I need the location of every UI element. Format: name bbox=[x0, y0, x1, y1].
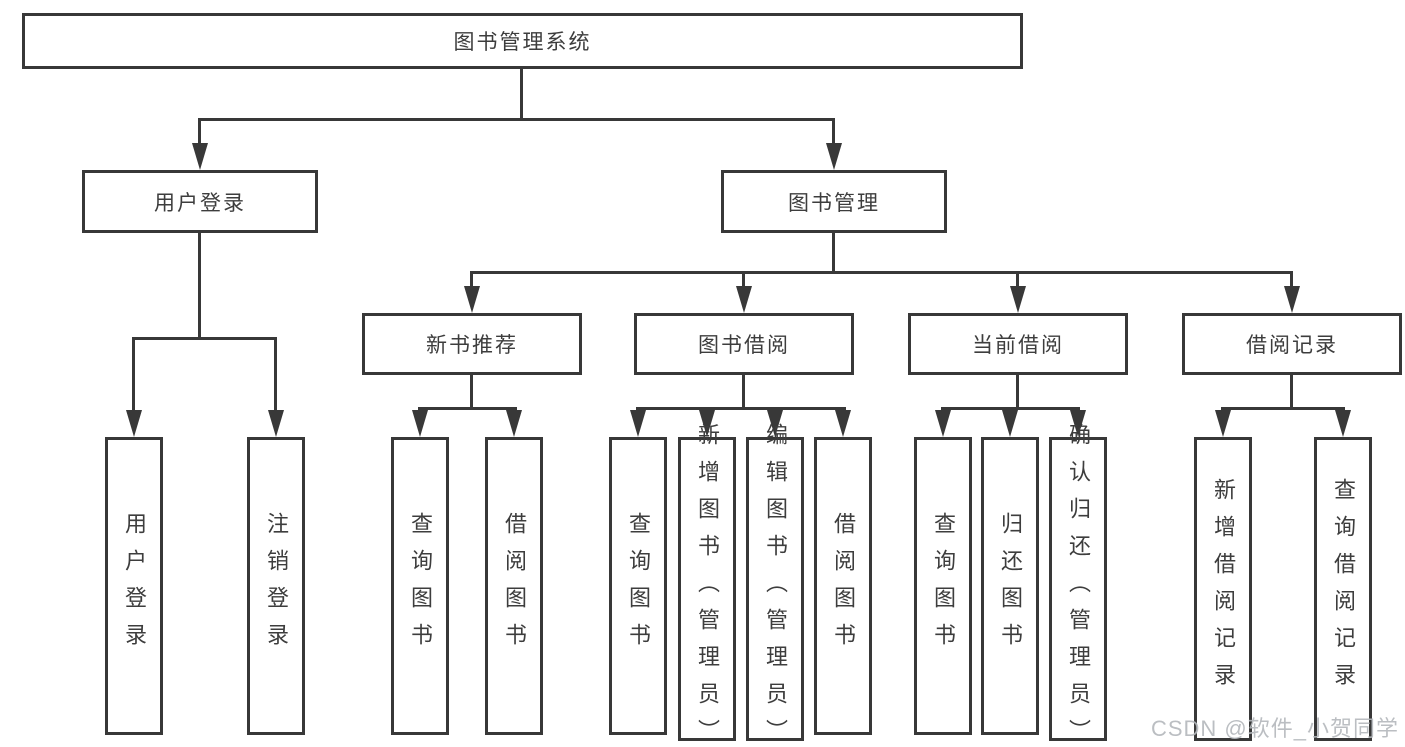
connector-new-book-stem-line bbox=[470, 375, 473, 409]
connector-level3-bracket-line bbox=[470, 271, 1293, 274]
connector-user-login-drop-line bbox=[198, 118, 201, 150]
leaf-query-books-label: 查询图书 bbox=[408, 512, 433, 660]
connector-leaf-drop-line bbox=[132, 337, 135, 417]
arrow-down-icon bbox=[464, 286, 480, 313]
arrow-down-icon bbox=[935, 410, 951, 437]
node-current-borrow-label: 当前借阅 bbox=[972, 334, 1064, 357]
leaf-logout: 注销登录 bbox=[247, 437, 305, 735]
connector-leaf-drop-line bbox=[274, 337, 277, 417]
node-user-login: 用户登录 bbox=[82, 170, 318, 233]
node-new-book-recommend: 新书推荐 bbox=[362, 313, 582, 375]
leaf-query-books-recommend: 查询图书 bbox=[391, 437, 449, 735]
leaf-confirm-return-admin: 确认归还（管理员） bbox=[1049, 423, 1107, 747]
connector-leaf-drop-line bbox=[1290, 271, 1293, 291]
leaf-borrow-books-label: 借阅图书 bbox=[502, 512, 527, 660]
leaf-user-login-label: 用户登录 bbox=[122, 512, 147, 660]
connector-current-borrow-stem-line bbox=[1016, 375, 1019, 409]
arrow-down-icon bbox=[126, 410, 142, 437]
arrow-down-icon bbox=[630, 410, 646, 437]
leaf-edit-book-admin-label: 编辑图书（管理员） bbox=[763, 422, 788, 747]
node-root-library-system: 图书管理系统 bbox=[22, 13, 1023, 69]
leaf-edit-book-admin: 编辑图书（管理员） bbox=[746, 423, 804, 747]
leaf-query-borrow-record-label: 查询借阅记录 bbox=[1331, 478, 1356, 700]
connector-user-login-stem-line bbox=[198, 233, 201, 337]
leaf-return-books: 归还图书 bbox=[981, 437, 1039, 735]
node-user-login-label: 用户登录 bbox=[154, 191, 246, 215]
connector-book-mgmt-drop-line bbox=[832, 118, 835, 150]
arrow-down-icon bbox=[1335, 410, 1351, 437]
leaf-logout-label: 注销登录 bbox=[264, 512, 289, 660]
leaf-query-books-label: 查询图书 bbox=[626, 512, 651, 660]
node-book-borrow-label: 图书借阅 bbox=[698, 334, 790, 357]
node-borrow-records-label: 借阅记录 bbox=[1246, 334, 1338, 357]
arrow-down-icon bbox=[1010, 286, 1026, 313]
node-root-label: 图书管理系统 bbox=[453, 31, 592, 54]
csdn-watermark: CSDN @软件_小贺同学 bbox=[1150, 716, 1399, 741]
leaf-query-books-label: 查询图书 bbox=[931, 512, 956, 660]
leaf-add-borrow-record: 新增借阅记录 bbox=[1194, 437, 1252, 741]
leaf-borrow-books: 借阅图书 bbox=[814, 437, 872, 735]
node-book-management: 图书管理 bbox=[721, 170, 947, 233]
leaf-add-book-admin-label: 新增图书（管理员） bbox=[695, 422, 720, 747]
leaf-return-books-label: 归还图书 bbox=[998, 512, 1023, 660]
leaf-user-login: 用户登录 bbox=[105, 437, 163, 735]
connector-book-borrow-stem-line bbox=[742, 375, 745, 409]
leaf-query-borrow-record: 查询借阅记录 bbox=[1314, 437, 1372, 741]
connector-leaf-drop-line bbox=[742, 271, 745, 291]
arrow-down-icon bbox=[1215, 410, 1231, 437]
node-book-management-label: 图书管理 bbox=[788, 191, 880, 215]
node-new-book-recommend-label: 新书推荐 bbox=[426, 334, 518, 357]
arrow-down-icon bbox=[835, 410, 851, 437]
connector-level2-bracket-line bbox=[198, 118, 835, 121]
arrow-down-icon bbox=[699, 410, 715, 437]
connector-user-login-bracket-line bbox=[132, 337, 277, 340]
arrow-down-icon bbox=[506, 410, 522, 437]
leaf-add-book-admin: 新增图书（管理员） bbox=[678, 423, 736, 747]
node-current-borrow: 当前借阅 bbox=[908, 313, 1128, 375]
leaf-query-books-borrow: 查询图书 bbox=[609, 437, 667, 735]
arrow-down-icon bbox=[1070, 410, 1086, 437]
connector-borrow-records-stem-line bbox=[1290, 375, 1293, 409]
connector-leaf-drop-line bbox=[1016, 271, 1019, 291]
node-book-borrow: 图书借阅 bbox=[634, 313, 854, 375]
arrow-down-icon bbox=[1284, 286, 1300, 313]
arrow-down-icon bbox=[736, 286, 752, 313]
leaf-query-books-current: 查询图书 bbox=[914, 437, 972, 735]
leaf-add-borrow-record-label: 新增借阅记录 bbox=[1211, 478, 1236, 700]
arrow-down-icon bbox=[268, 410, 284, 437]
connector-leaf-drop-line bbox=[470, 271, 473, 291]
connector-borrow-records-bracket-line bbox=[1221, 407, 1345, 410]
node-borrow-records: 借阅记录 bbox=[1182, 313, 1402, 375]
arrow-down-icon bbox=[826, 143, 842, 170]
leaf-borrow-books-label: 借阅图书 bbox=[831, 512, 856, 660]
arrow-down-icon bbox=[1002, 410, 1018, 437]
connector-book-mgmt-stem-line bbox=[832, 233, 835, 271]
arrow-down-icon bbox=[767, 410, 783, 437]
leaf-borrow-books-recommend: 借阅图书 bbox=[485, 437, 543, 735]
leaf-confirm-return-admin-label: 确认归还（管理员） bbox=[1066, 422, 1091, 747]
connector-root-stem-line bbox=[520, 69, 523, 118]
connector-new-book-bracket-line bbox=[418, 407, 517, 410]
arrow-down-icon bbox=[192, 143, 208, 170]
connector-book-borrow-bracket-line bbox=[636, 407, 846, 410]
arrow-down-icon bbox=[412, 410, 428, 437]
